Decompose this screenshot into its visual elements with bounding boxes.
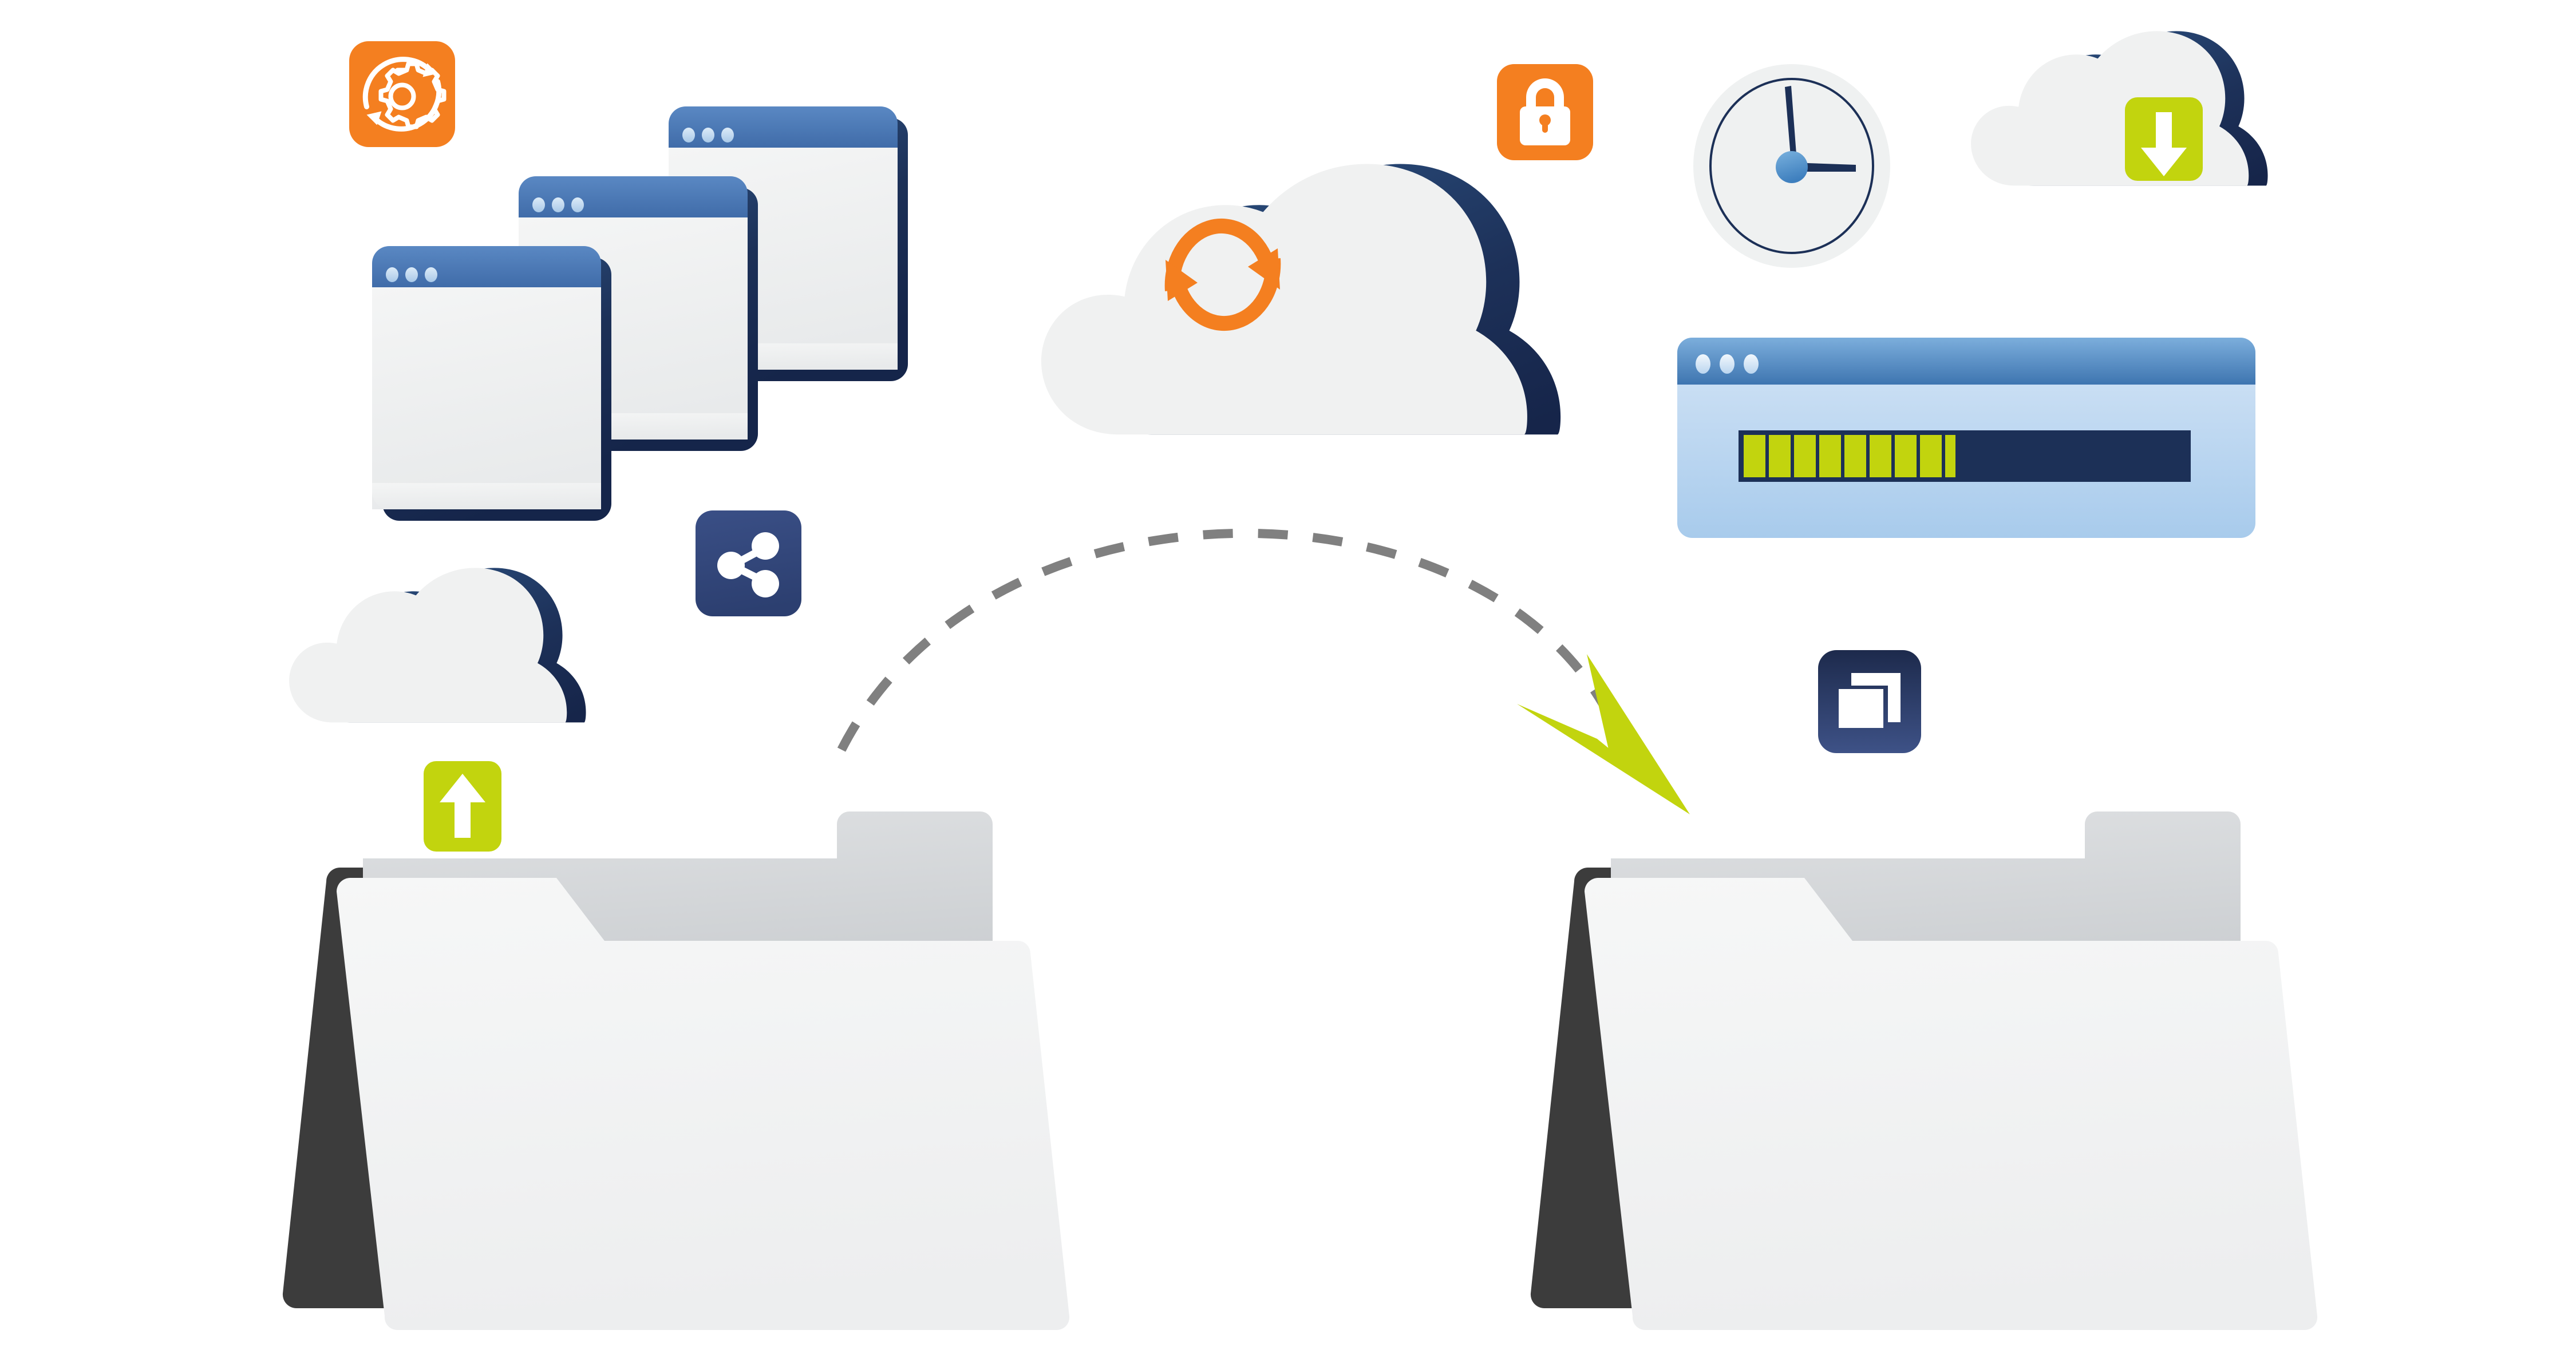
window-card-front[interactable]: [372, 246, 611, 521]
progress-window-titlebar-dots: [1696, 354, 1759, 374]
upload-badge: [424, 761, 501, 852]
lock-icon[interactable]: [1497, 64, 1593, 160]
window-titlebar-dots-back: [682, 128, 734, 142]
sync-arrows: [1164, 218, 1281, 331]
cloud-download-icon: [1971, 31, 2268, 186]
progress-window[interactable]: [1677, 338, 2255, 538]
download-badge: [2125, 97, 2203, 181]
destination-folder[interactable]: [1530, 811, 2318, 1331]
transfer-arc: [837, 528, 1690, 814]
copy-windows-icon[interactable]: [1818, 650, 1921, 753]
source-folder[interactable]: [282, 811, 1070, 1331]
share-icon[interactable]: [696, 510, 801, 616]
clock-icon: [1693, 64, 1890, 268]
window-titlebar-dots-middle: [532, 197, 584, 212]
settings-sync-icon[interactable]: [349, 41, 455, 147]
progress-bar[interactable]: [1739, 430, 2191, 482]
window-titlebar-dots-front: [386, 267, 437, 282]
progress-bar-fill: [1744, 435, 1955, 477]
transfer-arrowhead: [1517, 654, 1690, 814]
cloud-upload-icon: [289, 568, 586, 852]
cloud-sync-icon: [1041, 164, 1561, 435]
window-stack: [372, 106, 908, 521]
